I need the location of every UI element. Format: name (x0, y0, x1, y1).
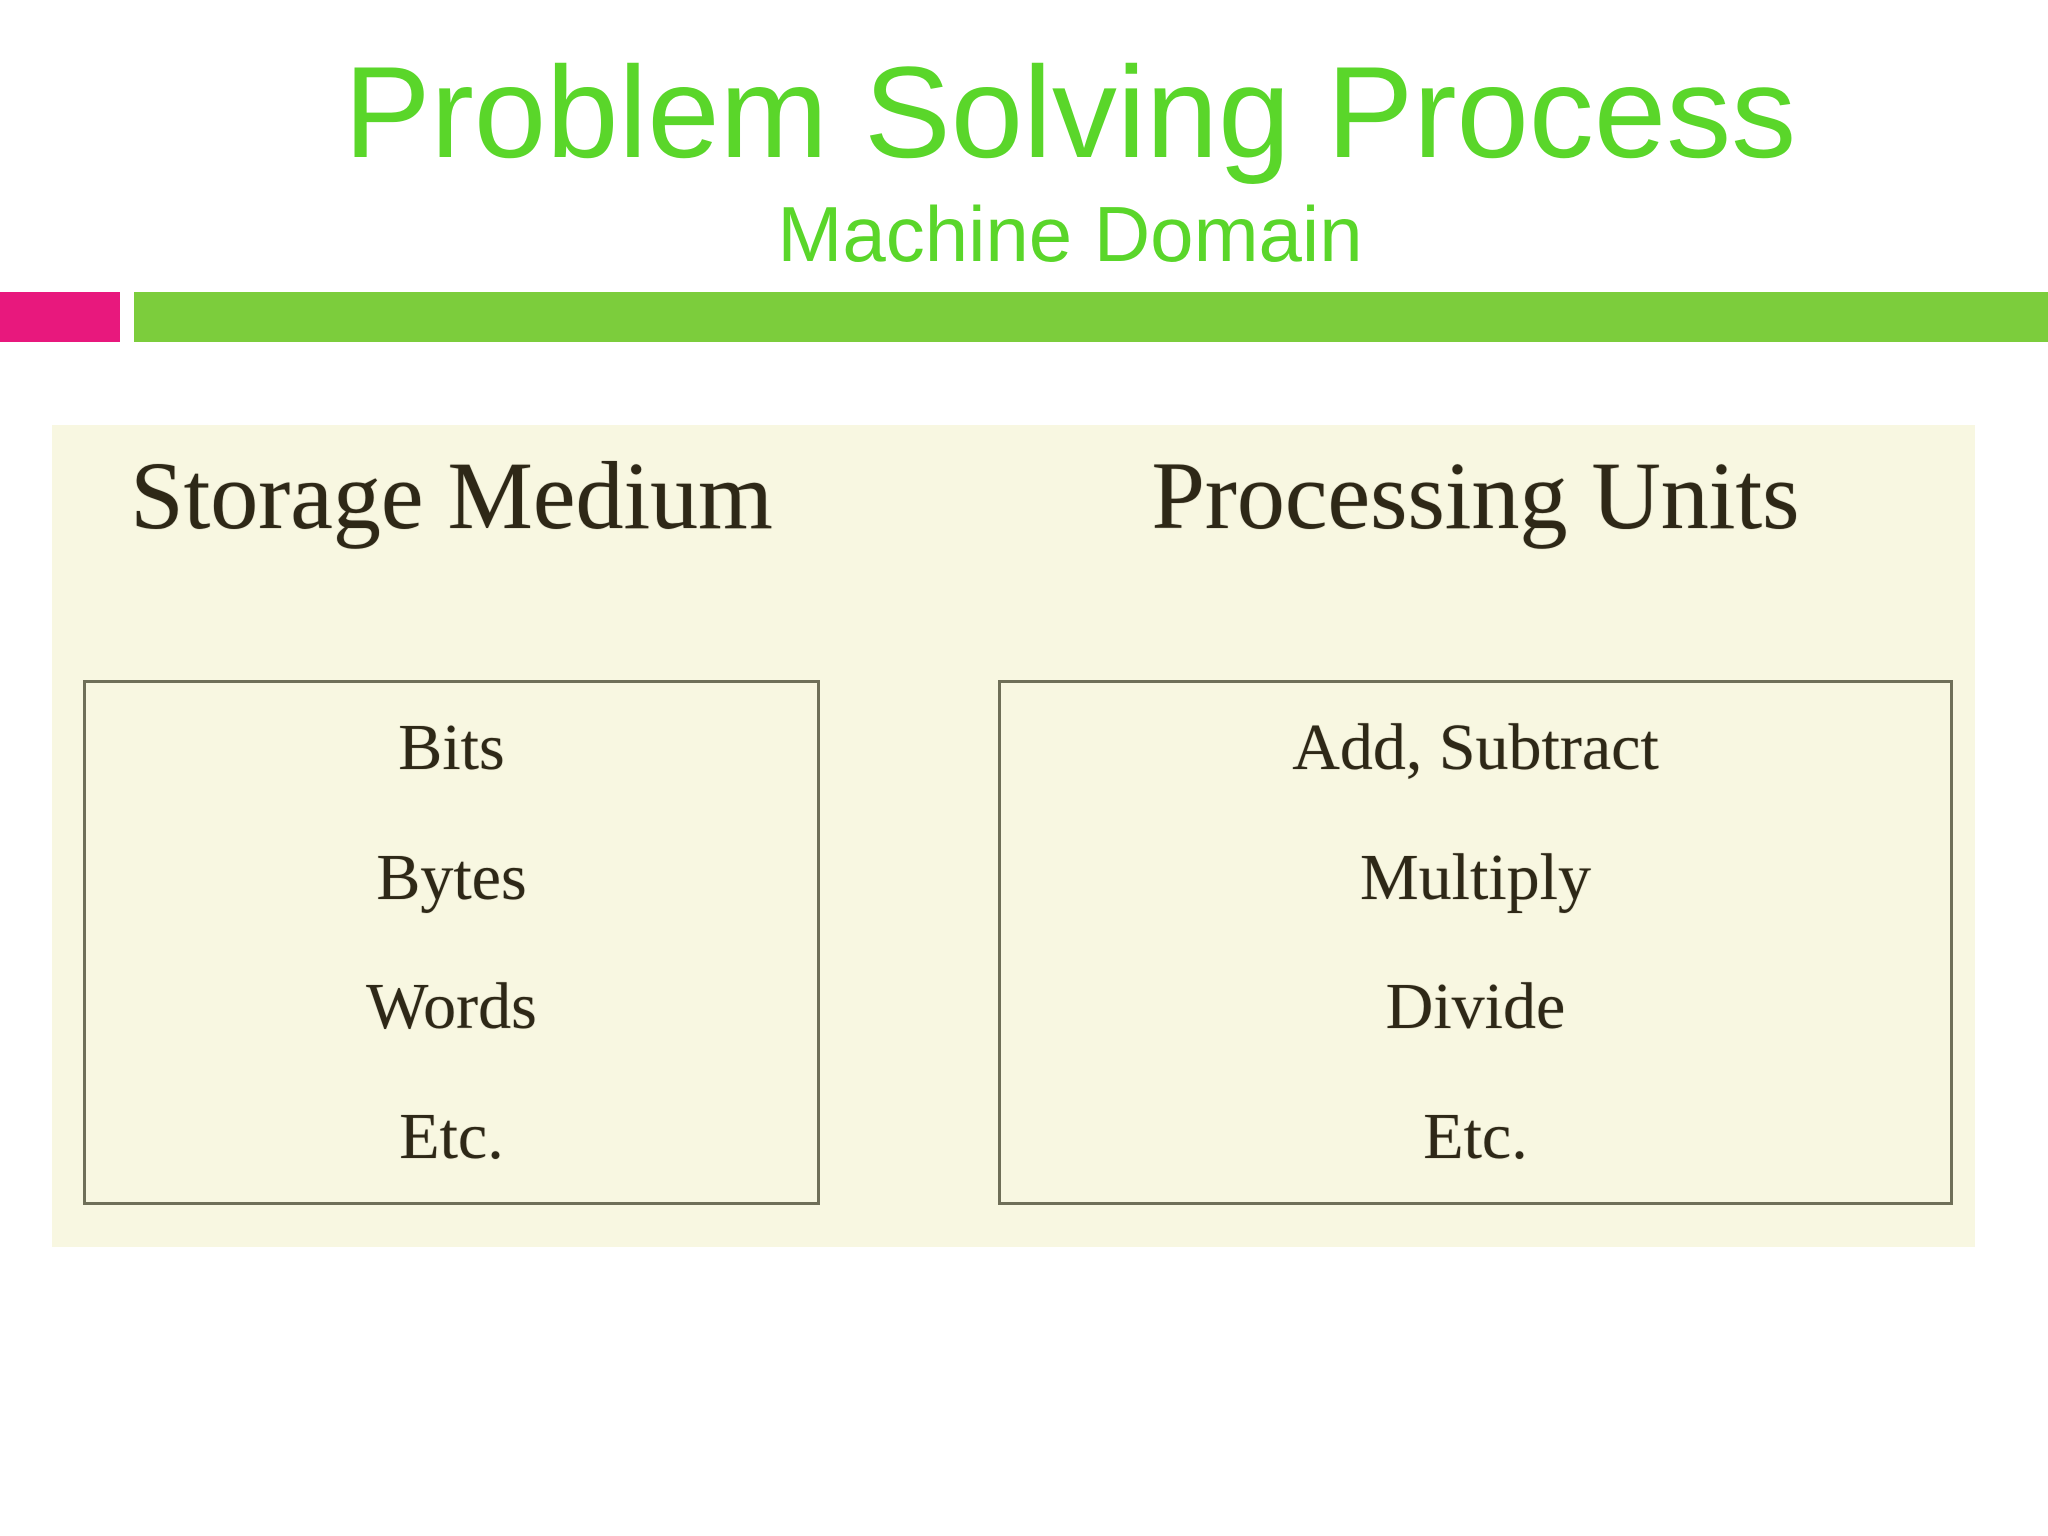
processing-item: Etc. (1423, 1100, 1528, 1174)
storage-medium-box: Bits Bytes Words Etc. (83, 680, 820, 1205)
storage-item: Bytes (376, 840, 527, 914)
storage-item: Words (366, 970, 537, 1044)
slide-title: Problem Solving Process (343, 39, 1797, 185)
divider-accent-pink (0, 292, 120, 342)
storage-item: Etc. (399, 1100, 504, 1174)
processing-item: Add, Subtract (1292, 710, 1659, 784)
machine-domain-figure: Storage Medium Bits Bytes Words Etc. Pro… (52, 425, 1975, 1247)
storage-item: Bits (398, 710, 505, 784)
processing-item: Multiply (1359, 840, 1592, 914)
storage-medium-heading: Storage Medium (130, 442, 773, 549)
slide-header: Problem Solving Process Machine Domain (92, 39, 2048, 278)
processing-units-box: Add, Subtract Multiply Divide Etc. (998, 680, 1953, 1205)
processing-units-heading: Processing Units (1151, 442, 1800, 549)
processing-units-column: Processing Units Add, Subtract Multiply … (998, 425, 1953, 1247)
slide-subtitle: Machine Domain (777, 189, 1363, 278)
storage-medium-column: Storage Medium Bits Bytes Words Etc. (83, 425, 820, 1247)
processing-item: Divide (1385, 970, 1566, 1044)
divider-bar-green (134, 292, 2048, 342)
